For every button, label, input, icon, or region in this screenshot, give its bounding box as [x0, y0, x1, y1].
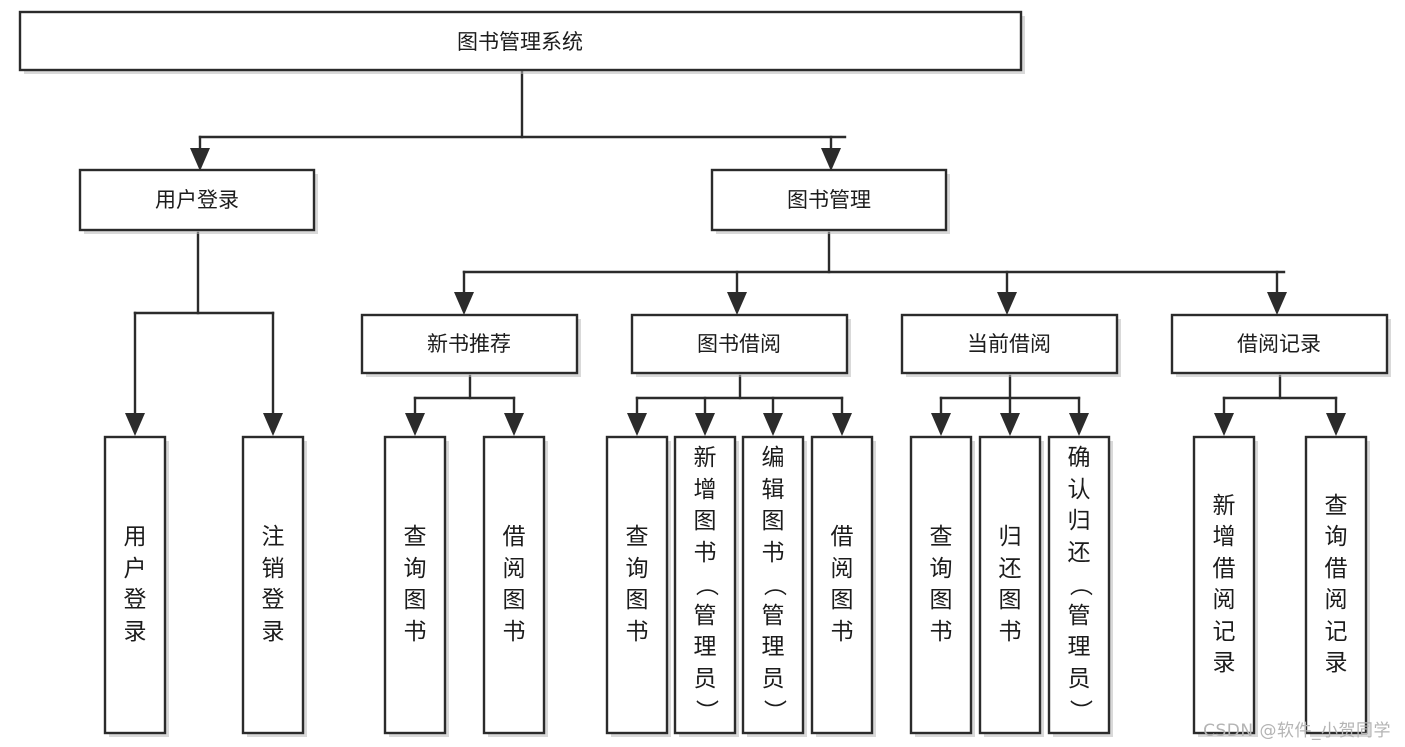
arrow-head-leaf-query-book-3 — [931, 413, 951, 436]
node-borrow-record-label: 借阅记录 — [1237, 332, 1321, 356]
node-leaf-add-record-label: 新增借阅记录 — [1212, 492, 1236, 677]
node-leaf-borrow-book-2-box[interactable] — [810, 435, 874, 735]
node-leaf-query-book-1-box[interactable] — [383, 435, 447, 735]
node-leaf-query-book-3-label: 查询图书 — [929, 524, 953, 645]
node-leaf-confirm-return-box[interactable] — [1047, 435, 1111, 735]
node-current-borrow-label: 当前借阅 — [967, 332, 1051, 356]
node-leaf-user-logout-box[interactable] — [241, 435, 305, 735]
connector-layer — [125, 70, 1346, 436]
node-leaf-query-record-label: 查询借阅记录 — [1324, 492, 1348, 677]
arrow-head-leaf-edit-book — [763, 413, 783, 436]
node-leaf-borrow-book-2-label: 借阅图书 — [830, 524, 854, 645]
node-book-borrow-label: 图书借阅 — [697, 332, 781, 356]
node-book-manage-box[interactable] — [710, 168, 948, 232]
node-current-borrow[interactable]: 当前借阅 — [900, 313, 1121, 377]
node-book-manage[interactable]: 图书管理 — [710, 168, 950, 234]
arrow-head-leaf-borrow-book-2 — [832, 413, 852, 436]
node-leaf-user-login-box[interactable] — [103, 435, 167, 735]
node-root[interactable]: 图书管理系统 — [18, 10, 1025, 74]
arrow-head-leaf-confirm-return — [1069, 413, 1089, 436]
node-user-login-box[interactable] — [78, 168, 316, 232]
node-leaf-query-book-1-label: 查询图书 — [403, 524, 427, 645]
arrow-head-book-borrow — [727, 292, 747, 315]
node-leaf-edit-book-box[interactable] — [741, 435, 805, 735]
node-leaf-borrow-book-2[interactable] — [810, 435, 876, 737]
node-leaf-add-record-box[interactable] — [1192, 435, 1256, 735]
arrow-head-leaf-borrow-book-1 — [504, 413, 524, 436]
arrow-head-leaf-query-book-2 — [627, 413, 647, 436]
node-leaf-user-login[interactable] — [103, 435, 169, 737]
node-leaf-query-record-box[interactable] — [1304, 435, 1368, 735]
node-leaf-add-book[interactable] — [673, 435, 739, 737]
node-leaf-return-book-label: 归还图书 — [998, 524, 1022, 645]
arrow-head-book-manage — [821, 148, 841, 171]
arrow-head-leaf-return-book — [1000, 413, 1020, 436]
node-borrow-record[interactable]: 借阅记录 — [1170, 313, 1391, 377]
node-user-login[interactable]: 用户登录 — [78, 168, 318, 234]
arrow-head-borrow-record — [1267, 292, 1287, 315]
node-leaf-query-book-3-box[interactable] — [909, 435, 973, 735]
arrow-head-leaf-add-book — [695, 413, 715, 436]
arrow-head-user-login — [190, 148, 210, 171]
node-new-book-recommend-box[interactable] — [360, 313, 579, 375]
arrow-head-current-borrow — [997, 292, 1017, 315]
node-leaf-query-record[interactable] — [1304, 435, 1370, 737]
node-book-borrow[interactable]: 图书借阅 — [630, 313, 851, 377]
node-leaf-return-book-box[interactable] — [978, 435, 1042, 735]
node-leaf-return-book[interactable] — [978, 435, 1044, 737]
node-leaf-user-login-label: 用户登录 — [123, 524, 147, 645]
node-root-label: 图书管理系统 — [457, 30, 583, 54]
node-leaf-edit-book-label: 编辑图书（管理员） — [760, 445, 787, 723]
node-leaf-query-book-2[interactable] — [605, 435, 671, 737]
arrow-head-leaf-user-logout — [263, 413, 283, 436]
node-leaf-query-book-3[interactable] — [909, 435, 975, 737]
node-leaf-borrow-book-1-label: 借阅图书 — [502, 524, 526, 645]
node-leaf-query-book-2-label: 查询图书 — [625, 524, 649, 645]
node-leaf-user-logout-label: 注销登录 — [261, 524, 285, 645]
node-book-borrow-box[interactable] — [630, 313, 849, 375]
node-leaf-borrow-book-1[interactable] — [482, 435, 548, 737]
node-user-login-label: 用户登录 — [155, 188, 239, 212]
node-new-book-recommend-label: 新书推荐 — [427, 332, 511, 356]
arrow-head-new-book-recommend — [454, 292, 474, 315]
node-root-box[interactable] — [18, 10, 1023, 72]
node-leaf-edit-book[interactable] — [741, 435, 807, 737]
node-leaf-query-book-2-box[interactable] — [605, 435, 669, 735]
node-leaf-user-logout[interactable] — [241, 435, 307, 737]
node-current-borrow-box[interactable] — [900, 313, 1119, 375]
arrow-head-leaf-query-record — [1326, 413, 1346, 436]
node-book-manage-label: 图书管理 — [787, 188, 871, 212]
arrow-head-leaf-query-book-1 — [405, 413, 425, 436]
node-leaf-add-record[interactable] — [1192, 435, 1258, 737]
arrow-head-leaf-add-record — [1214, 413, 1234, 436]
node-leaf-add-book-box[interactable] — [673, 435, 737, 735]
node-leaf-query-book-1[interactable] — [383, 435, 449, 737]
node-leaf-confirm-return-label: 确认归还（管理员） — [1066, 445, 1093, 723]
node-borrow-record-box[interactable] — [1170, 313, 1389, 375]
leaf-nodes-layer — [103, 435, 1370, 737]
node-new-book-recommend[interactable]: 新书推荐 — [360, 313, 581, 377]
node-leaf-add-book-label: 新增图书（管理员） — [692, 445, 719, 723]
node-leaf-borrow-book-1-box[interactable] — [482, 435, 546, 735]
arrow-head-leaf-user-login — [125, 413, 145, 436]
node-leaf-confirm-return[interactable] — [1047, 435, 1113, 737]
